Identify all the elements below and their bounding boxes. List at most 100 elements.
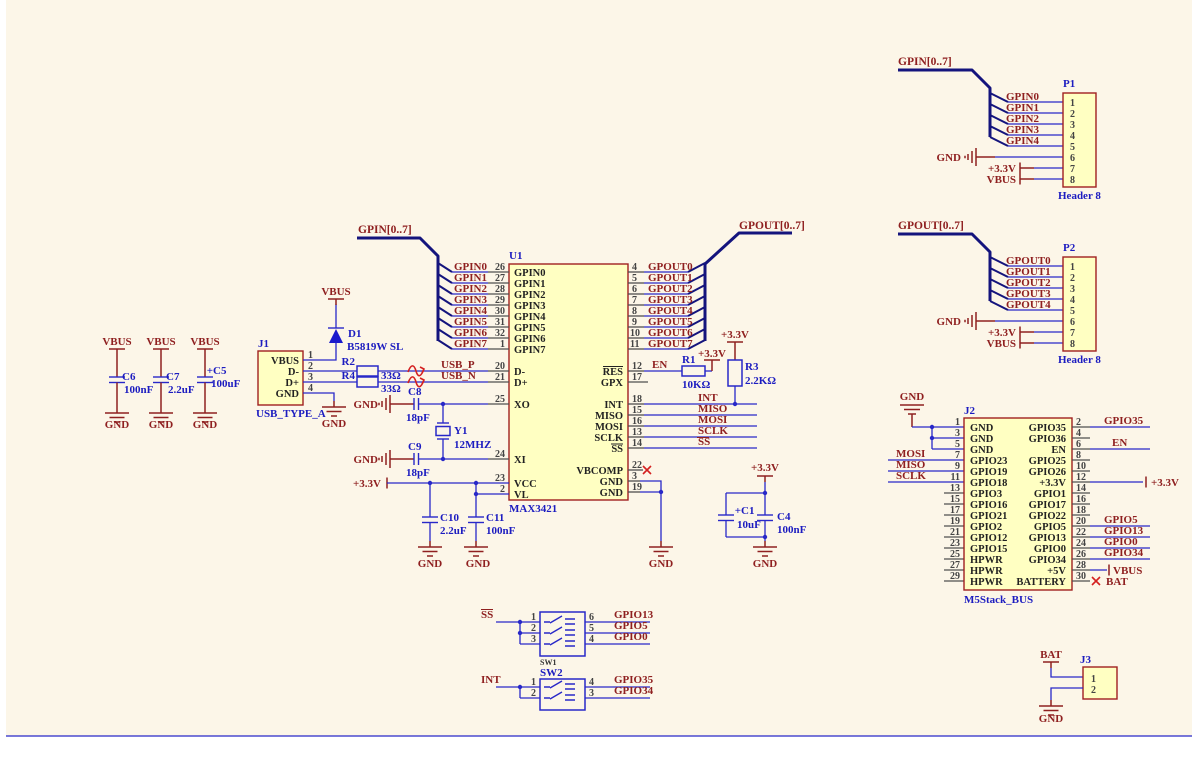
header-body (1062, 256, 1097, 352)
pin-number: 3 (531, 634, 536, 645)
pin-name: GPIO17 (1029, 500, 1066, 511)
pin-number: 3 (589, 688, 594, 699)
net-label: GPIN6 (454, 327, 488, 339)
cap-value: 2.2uF (168, 384, 195, 396)
gnd-label: GND (649, 558, 674, 570)
j2-left-stubs (944, 492, 964, 582)
resistor-value: 2.2KΩ (745, 375, 776, 387)
net-label-vbus: VBUS (146, 336, 175, 348)
pin-number: 2 (500, 484, 505, 495)
pin-name: GPIN1 (514, 279, 546, 290)
pin-number: 1 (1070, 262, 1075, 273)
pin-name: +3.3V (1039, 478, 1066, 489)
pin-name: GPIO16 (970, 500, 1007, 511)
pin-number: 4 (1076, 428, 1081, 439)
pin-number: 29 (495, 295, 505, 306)
pin-name: D- (514, 367, 526, 378)
ic-part: MAX3421 (509, 503, 557, 515)
net-label: GPIO5 (1104, 514, 1138, 526)
pin-name: SCLK (594, 433, 623, 444)
net-label: GPIN0 (1006, 91, 1040, 103)
pin-name: GND (600, 488, 624, 499)
gnd-label: GND (753, 558, 778, 570)
pin-number: 25 (495, 394, 505, 405)
pin-name: RES (603, 367, 624, 378)
header-type: Header 8 (1058, 354, 1101, 366)
crystal-ref: Y1 (454, 425, 467, 437)
pin-number: 2 (531, 688, 536, 699)
net-label: GPIN2 (454, 283, 488, 295)
connector-type: USB_TYPE_A (256, 408, 326, 420)
switch-poles-icon (544, 615, 575, 647)
pin-name: MOSI (595, 422, 623, 433)
diode-part: B5819W SL (347, 341, 403, 353)
net-label-vbus: VBUS (1113, 565, 1142, 577)
pin-number: 1 (500, 339, 505, 350)
pin-number: 24 (1076, 538, 1086, 549)
pin-number: 11 (951, 472, 960, 483)
pin-number: 8 (1076, 450, 1081, 461)
pin-name: GND (970, 445, 994, 456)
gpin-wires (452, 271, 509, 350)
pin-name: GND (970, 423, 994, 434)
pin-name: +5V (1047, 566, 1066, 577)
pin-number: 4 (589, 634, 594, 645)
p2-wires (1008, 265, 1063, 311)
cap-value: 2.2uF (440, 525, 467, 537)
pin-name: GPIO26 (1029, 467, 1066, 478)
pin-number: 11 (630, 339, 639, 350)
header-ref: P2 (1063, 242, 1076, 254)
pin-number: 8 (1070, 339, 1075, 350)
resistor-ref: R1 (682, 354, 695, 366)
pin-name: D- (288, 367, 300, 378)
pin-number: 9 (632, 317, 637, 328)
pin-number: 3 (955, 428, 960, 439)
net-label: GPIO0 (1104, 536, 1138, 548)
diode-ref: D1 (348, 328, 361, 340)
cap-value: 10uF (737, 519, 761, 531)
net-label: GPOUT2 (648, 283, 693, 295)
crystal-body (435, 425, 451, 437)
net-label: GPOUT0 (648, 261, 693, 273)
header-p1: GPIN[0..7] GPIN0 GPIN1 GPIN2 GPIN3 GPIN4… (898, 56, 1101, 202)
pin-number: 1 (308, 350, 313, 361)
pin-number: 21 (495, 372, 505, 383)
cap-ref: C4 (777, 511, 791, 523)
pin-name: GPIO19 (970, 467, 1007, 478)
pin-name: GPIN0 (514, 268, 546, 279)
pin-number: 13 (632, 427, 642, 438)
junction-dot (517, 684, 523, 690)
cap-value: 100nF (124, 384, 154, 396)
net-label-bat: BAT (1040, 649, 1062, 661)
net-label: GPIN1 (1006, 102, 1039, 114)
pin-name: VCC (514, 479, 537, 490)
resistor-ref: R3 (745, 361, 759, 373)
pin-number: 7 (632, 295, 637, 306)
pin-number: 3 (1070, 284, 1075, 295)
net-label-3v3: +3.3V (721, 329, 749, 341)
diode-icon (329, 329, 343, 343)
pin-number: 5 (632, 273, 637, 284)
pin-number: 6 (1070, 317, 1075, 328)
net-label-miso: MISO (896, 459, 926, 471)
pin-name: GPIN5 (514, 323, 546, 334)
net-label: GPOUT4 (1006, 299, 1051, 311)
pin-number: 19 (632, 482, 642, 493)
gnd-label: GND (149, 419, 174, 431)
pin-name: GPIO18 (970, 478, 1007, 489)
net-label-vbus: VBUS (987, 174, 1016, 186)
resistor-value: 10KΩ (682, 379, 711, 391)
pin-number: 20 (1076, 516, 1086, 527)
net-label-int: INT (698, 392, 718, 404)
resistor-ref: R4 (342, 370, 356, 382)
pin-number: 22 (632, 460, 642, 471)
pin-name: GPIO2 (970, 522, 1002, 533)
ic-ref: U1 (509, 250, 522, 262)
net-label-miso: MISO (698, 403, 728, 415)
cap-ref: C8 (408, 386, 422, 398)
pin-number: 6 (589, 612, 594, 623)
net-label-bat: BAT (1106, 576, 1128, 588)
gnd-label: GND (354, 399, 379, 411)
net-label-vbus: VBUS (987, 338, 1016, 350)
